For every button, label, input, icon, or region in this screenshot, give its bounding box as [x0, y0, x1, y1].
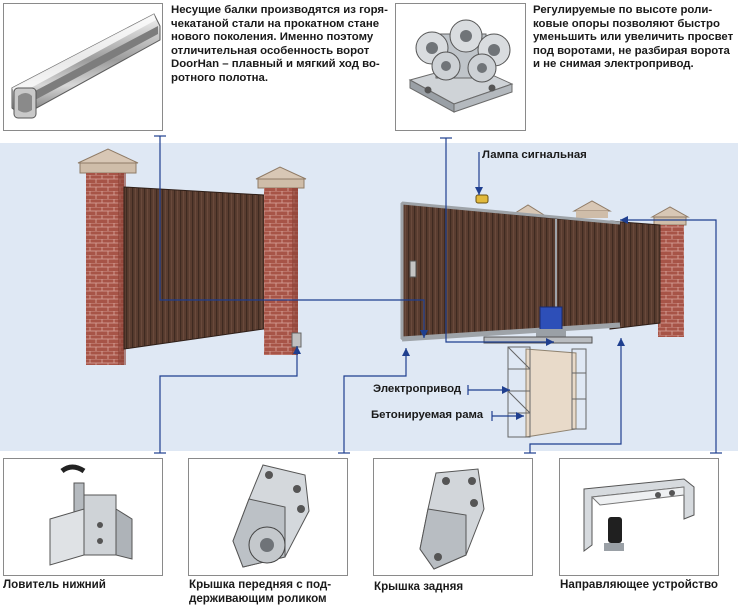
rear-cover-caption: Крышка задняя	[374, 580, 464, 593]
bottom-catcher-image	[49, 464, 133, 566]
label-electric-drive: Электропривод	[373, 383, 462, 395]
roller-photo-box	[395, 3, 526, 131]
guide-device-image	[583, 478, 695, 552]
electric-drive	[536, 306, 566, 337]
catcher-photo-box	[3, 458, 163, 576]
label-signal-lamp: Лампа сигнальная	[482, 149, 587, 161]
beam-description: Несущие балки производятся из горя- чека…	[171, 4, 393, 86]
front-cover-caption: Крышка передняя с под- держивающим ролик…	[189, 578, 332, 605]
beam-photo-box	[3, 3, 163, 131]
catcher-caption: Ловитель нижний	[3, 578, 106, 591]
concrete-frame	[483, 336, 593, 438]
label-concrete-frame: Бетонируемая рама	[371, 409, 484, 421]
rear-cover-image	[419, 468, 485, 570]
roller-description: Регулируемые по высоте роли- ковые опоры…	[533, 4, 738, 72]
rear-cover-photo-box	[373, 458, 533, 576]
gate-scene	[77, 148, 690, 438]
roller-description-text: Регулируемые по высоте роли- ковые опоры…	[533, 4, 734, 71]
steel-beam-image	[11, 13, 161, 119]
roller-support-image	[408, 19, 514, 113]
guide-caption: Направляющее устройство	[560, 578, 719, 591]
beam-description-text: Несущие балки производятся из горя- чека…	[171, 4, 388, 84]
front-cover-photo-box	[188, 458, 348, 576]
sliding-gate	[400, 201, 621, 342]
signal-lamp	[475, 194, 489, 204]
guide-photo-box	[559, 458, 719, 576]
left-pillar	[77, 148, 139, 365]
left-swing-gate	[123, 186, 265, 350]
front-cover-image	[232, 464, 310, 568]
